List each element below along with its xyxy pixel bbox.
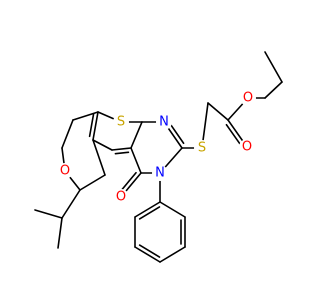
atom-O_pyran: O xyxy=(57,163,73,179)
atom-O_keto: O xyxy=(113,189,129,205)
molecule-diagram: O O S N S O N xyxy=(34,51,283,263)
atom-label-n-amide: N xyxy=(155,166,165,181)
bond-32 xyxy=(159,246,186,263)
bond-33-double xyxy=(138,244,161,258)
atom-O_carbonyl_ester: O xyxy=(239,139,255,155)
atom-S_thioether: S xyxy=(194,140,210,156)
bond-1 xyxy=(264,81,283,99)
bond-14-double xyxy=(119,171,137,193)
bond-27 xyxy=(34,209,63,219)
bond-24 xyxy=(79,174,106,191)
bond-30 xyxy=(159,201,186,218)
bond-21 xyxy=(61,119,74,149)
atom-label-o-carbonyl: O xyxy=(242,140,252,155)
atom-layer: O O S N S O N xyxy=(57,90,256,205)
bond-layer xyxy=(34,51,283,263)
bond-25 xyxy=(92,139,106,176)
atom-label-s-thiophene: S xyxy=(117,115,125,130)
atom-S_thiophene: S xyxy=(113,114,129,130)
bond-28 xyxy=(57,217,63,249)
bond-20 xyxy=(72,111,99,121)
bond-19-double xyxy=(114,151,130,155)
atom-N_amide: N xyxy=(152,165,168,181)
atom-label-o-pyran: O xyxy=(60,164,70,179)
bond-8-double xyxy=(168,121,185,145)
bond-35-double xyxy=(138,206,161,220)
bond-4-double xyxy=(225,123,243,148)
bond-33 xyxy=(134,246,161,263)
bond-35 xyxy=(134,201,161,218)
atom-label-o-ester: O xyxy=(243,91,253,106)
bond-17 xyxy=(92,111,99,141)
structure-drawing: O O S N S O N xyxy=(34,51,283,263)
bond-26 xyxy=(61,189,81,219)
atom-N_imine: N xyxy=(156,114,172,130)
atom-O_ester_ether: O xyxy=(240,90,256,106)
bond-0 xyxy=(264,51,283,83)
bond-19 xyxy=(111,147,132,151)
bond-5 xyxy=(207,102,229,121)
bond-10 xyxy=(130,121,143,149)
bond-18 xyxy=(92,139,113,151)
atom-label-o-keto: O xyxy=(116,190,126,205)
bond-17-double xyxy=(88,113,95,138)
atom-label-n-imine: N xyxy=(159,115,169,130)
atom-label-s-thioether: S xyxy=(198,141,206,156)
bond-11 xyxy=(130,147,142,174)
